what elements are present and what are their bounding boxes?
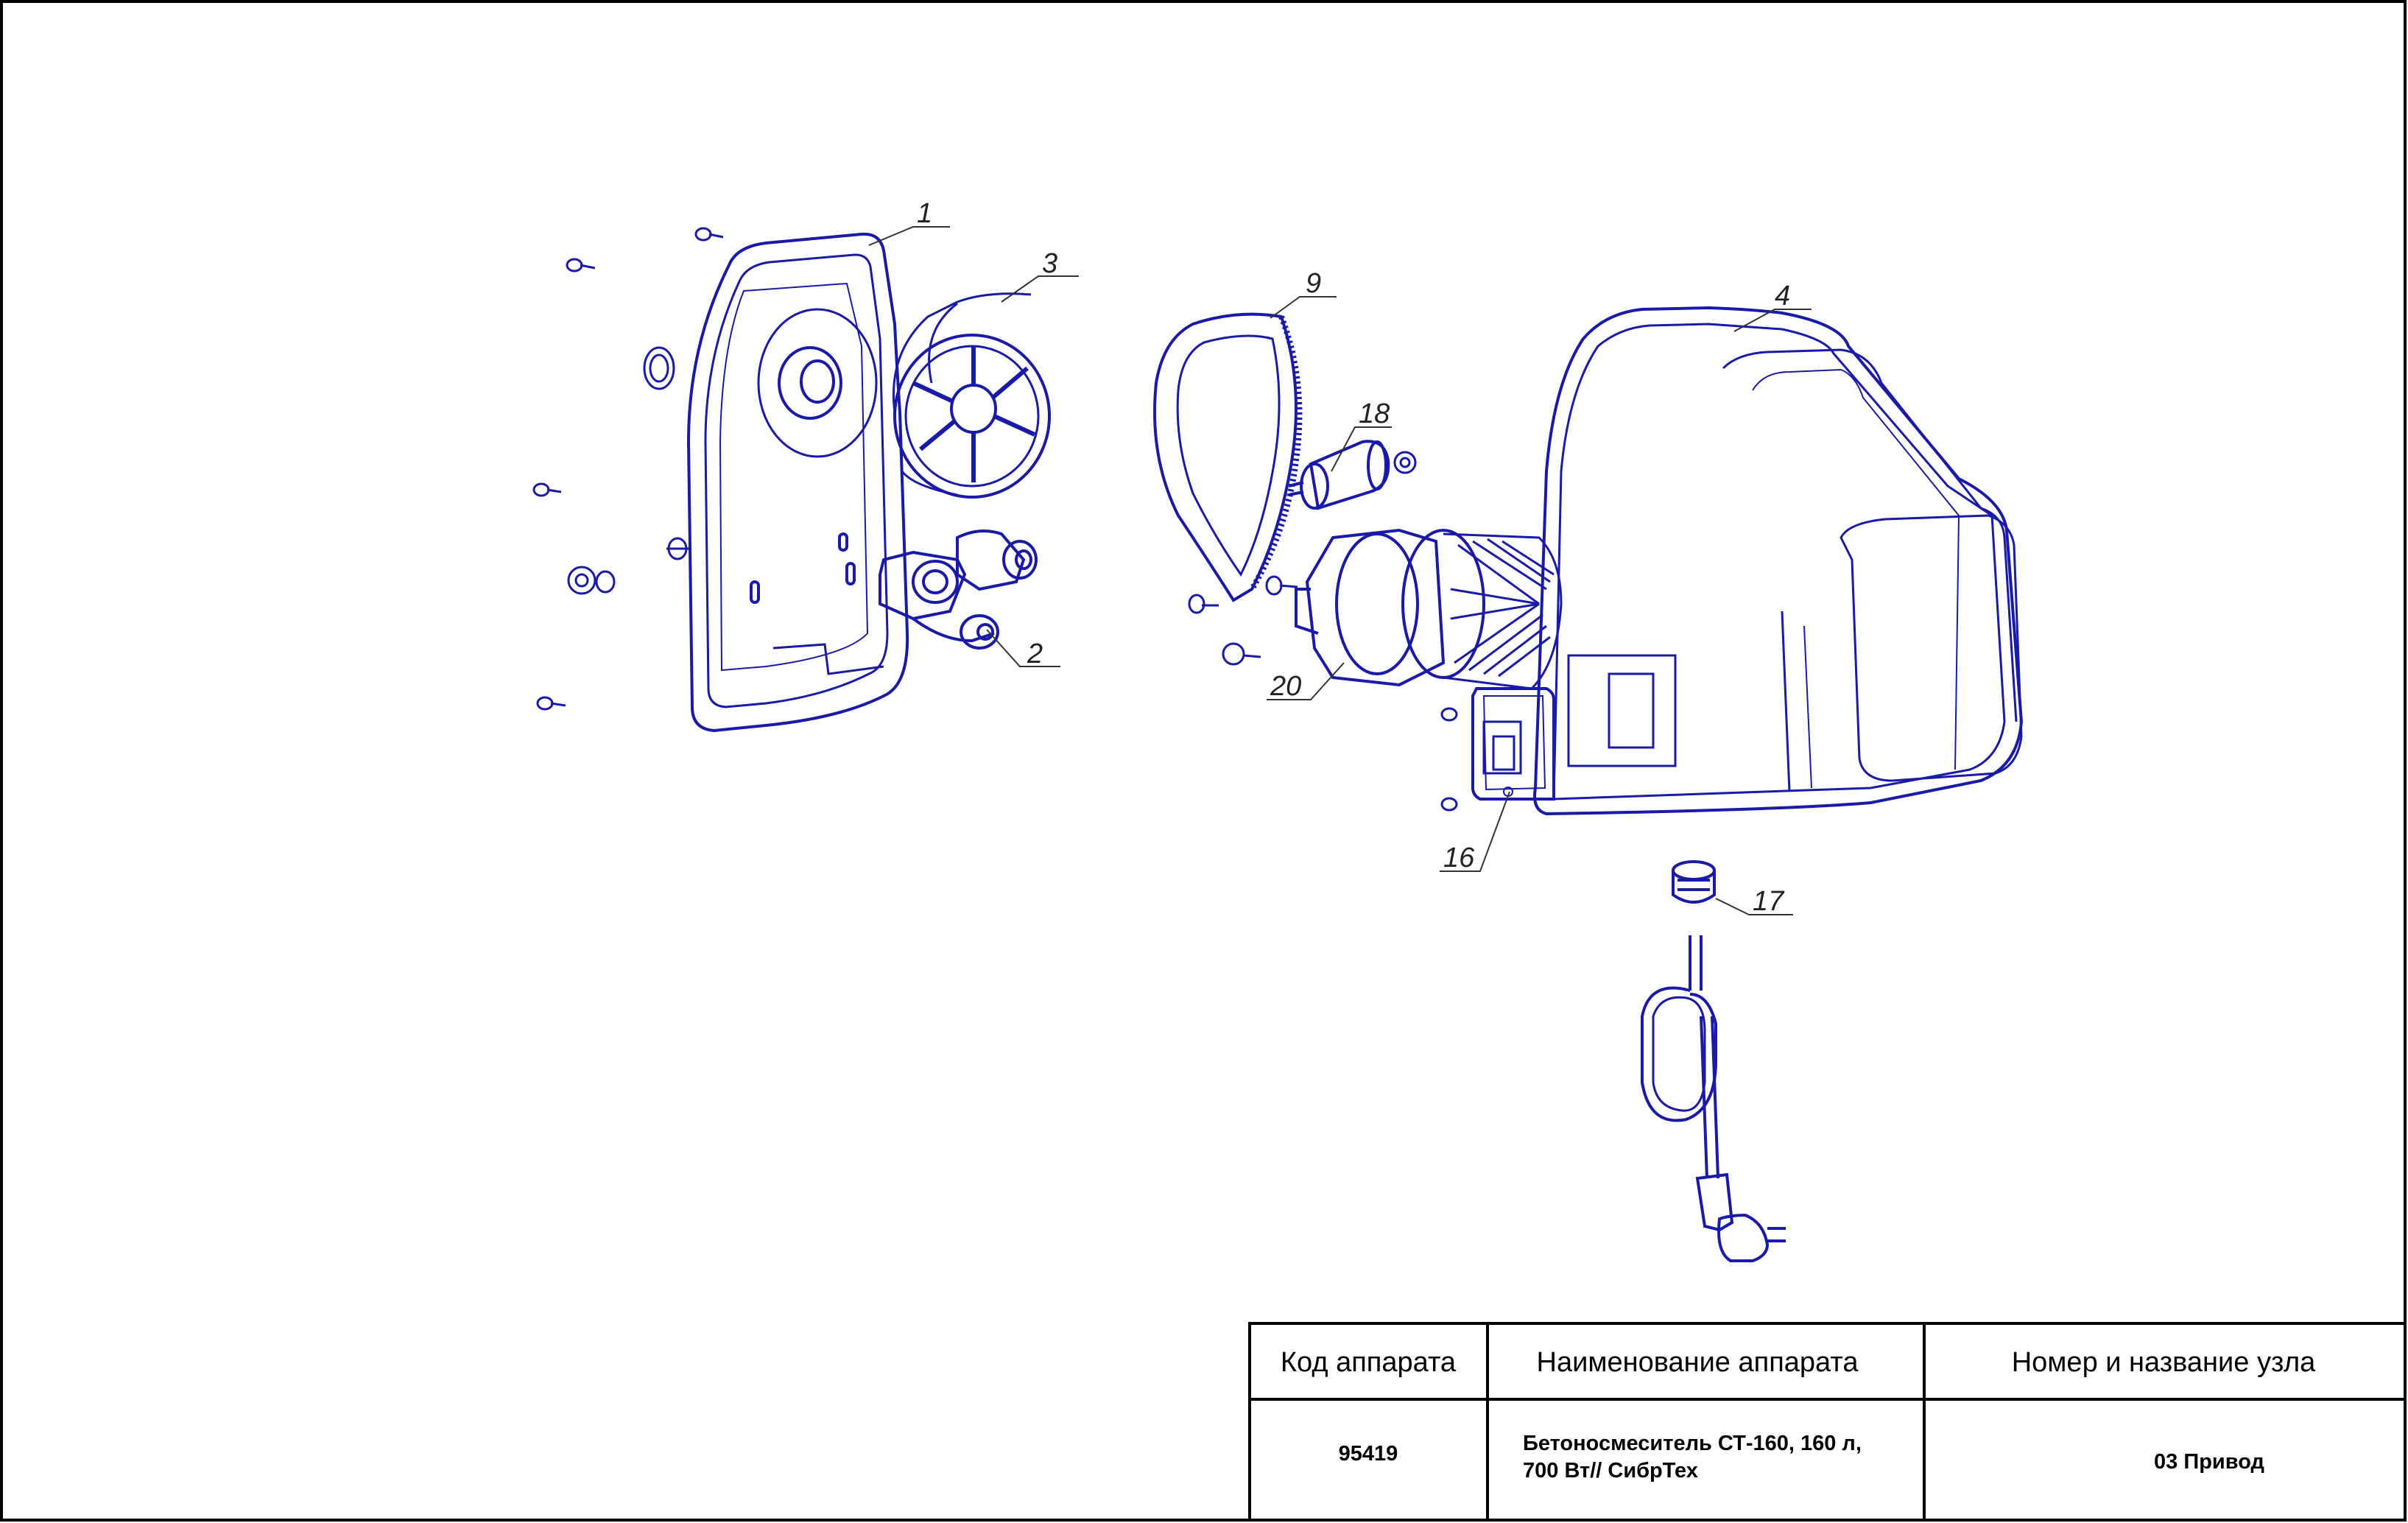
part-3-large-pulley [892, 292, 1051, 499]
value-name-line1: Бетоносмеситель СТ-160, 160 л, [1523, 1432, 1862, 1455]
part-20-electric-motor [1295, 528, 1563, 690]
header-code: Код аппарата [1281, 1347, 1457, 1378]
part-16-power-switch [1471, 687, 1555, 801]
callout-3: 3 [1042, 248, 1057, 279]
screw-icon [532, 482, 562, 497]
callout-16: 16 [1443, 843, 1475, 873]
part-17-cable-gland [1672, 860, 1716, 904]
part-1-cover-plate [686, 232, 909, 733]
part-4-motor-housing [1533, 306, 2024, 816]
value-code: 95419 [1339, 1442, 1398, 1466]
callout-4: 4 [1775, 281, 1790, 312]
callout-2: 2 [1027, 639, 1043, 669]
value-name-line2: 700 Вт// СибрТех [1523, 1459, 1698, 1482]
header-node: Номер и название узла [2012, 1347, 2316, 1378]
retaining-ring-icon [643, 346, 675, 390]
nut-icon [1393, 451, 1417, 474]
screws-middle [1188, 451, 1458, 812]
screw-icon [694, 227, 724, 242]
callout-18: 18 [1359, 398, 1390, 429]
title-block [1248, 1322, 2407, 1522]
callout-17: 17 [1753, 886, 1785, 917]
screw-icon [536, 696, 566, 711]
screw-icon [666, 537, 689, 560]
bolt-icon [567, 566, 616, 595]
screw-icon [1440, 797, 1458, 812]
value-node: 03 Привод [2154, 1450, 2264, 1474]
callout-1: 1 [917, 198, 932, 229]
leader-lines [868, 226, 1812, 915]
screws-left [532, 227, 724, 711]
header-name: Наименование аппарата [1537, 1347, 1859, 1378]
screw-icon [1188, 594, 1219, 614]
part-9-drive-belt [1153, 312, 1303, 602]
part-2-bearing-bracket [879, 530, 1038, 650]
callout-20: 20 [1270, 671, 1301, 702]
power-cord [1641, 935, 1786, 1262]
screw-icon [1440, 707, 1458, 722]
part-18-capacitor [1288, 440, 1390, 510]
screw-icon [1265, 575, 1298, 596]
bolt-icon [1222, 642, 1261, 666]
callout-9: 9 [1306, 268, 1321, 299]
screw-icon [566, 258, 596, 272]
